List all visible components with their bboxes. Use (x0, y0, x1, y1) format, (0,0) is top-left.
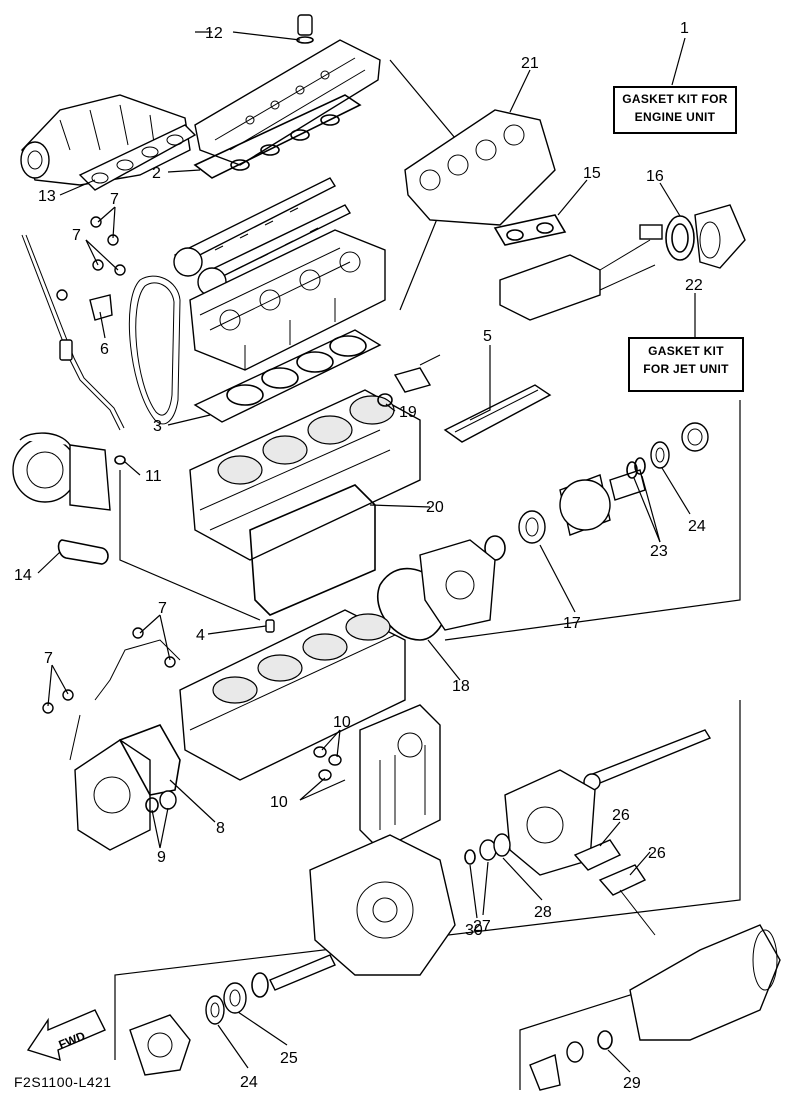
callout-30: 30 (465, 922, 483, 939)
callout-24-lower: 24 (240, 1074, 258, 1091)
seals-27-28-30-drawing (464, 833, 511, 865)
generator-cover-drawing (74, 739, 151, 851)
gasket-8-drawing (118, 724, 181, 796)
gasket-kit-jet-line2: FOR JET UNIT (643, 362, 729, 376)
ring-29-drawing (529, 1030, 613, 1091)
callout-9: 9 (157, 849, 166, 866)
seals-24-drawing (650, 422, 709, 469)
dowels-10-drawing (313, 746, 342, 781)
gasket-kit-jet-line1: GASKET KIT (648, 344, 724, 358)
gasket-kit-engine-line1: GASKET KIT FOR (622, 92, 728, 106)
oil-pipe-drawing (21, 216, 126, 465)
gasket-15-drawing (493, 214, 567, 246)
callout-17: 17 (563, 615, 581, 632)
callout-14: 14 (14, 567, 32, 584)
callout-28: 28 (534, 904, 552, 921)
lower-crankcase-drawing (179, 609, 406, 781)
callout-15: 15 (583, 165, 601, 182)
leader-lines (37, 31, 696, 1073)
callout-7-lower: 7 (44, 650, 53, 667)
figure-code: F2S1100-L421 (14, 1074, 112, 1090)
callout-8: 8 (216, 820, 225, 837)
callout-27: 27 (473, 918, 491, 935)
turbocharger-drawing (12, 432, 111, 511)
oil-seal-17-drawing (484, 510, 546, 561)
front-coupler-drawing (129, 1014, 191, 1076)
callout-10-lower: 10 (270, 794, 288, 811)
callout-5: 5 (483, 328, 492, 345)
drive-shaft-drawing (583, 729, 712, 791)
callout-18: 18 (452, 678, 470, 695)
callout-3: 3 (153, 418, 162, 435)
callout-6: 6 (100, 341, 109, 358)
fwd-arrow-icon: FWD (26, 1009, 106, 1062)
callout-1: 1 (680, 20, 689, 37)
intake-manifold-drawing (20, 94, 191, 186)
callout-25: 25 (280, 1050, 298, 1067)
callout-11: 11 (145, 468, 162, 485)
thermostat-19-drawing (377, 354, 441, 407)
callout-26-upper: 26 (612, 807, 630, 824)
callout-2: 2 (152, 165, 161, 182)
gasket-kit-engine-line2: ENGINE UNIT (634, 110, 716, 124)
callout-numbers: 1 2 3 4 5 6 7 7 7 7 8 9 10 10 11 12 13 1… (14, 20, 706, 1092)
gasket-16-drawing (665, 215, 695, 261)
callout-16: 16 (646, 168, 664, 185)
gasket-13-drawing (78, 124, 197, 191)
pump-housing-drawing (309, 834, 456, 976)
gasket-kit-engine-label: GASKET KIT FOR ENGINE UNIT (613, 86, 737, 134)
callout-7-top: 7 (110, 191, 119, 208)
muffler-elbow-drawing (694, 204, 746, 269)
gasket-2-drawing (193, 94, 362, 179)
callout-29: 29 (623, 1075, 641, 1092)
callout-13: 13 (38, 188, 56, 205)
cover-5-drawing (443, 384, 552, 443)
callout-12: 12 (205, 25, 223, 42)
callout-23: 23 (650, 543, 668, 560)
gasket-kit-jet-label: GASKET KIT FOR JET UNIT (628, 337, 744, 392)
head-gasket-3-drawing (193, 329, 382, 423)
upper-crankcase-drawing (189, 389, 421, 561)
callout-21: 21 (521, 55, 539, 72)
water-hose-drawing (42, 627, 181, 761)
rings-23-drawing (626, 457, 646, 479)
output-shaft-drawing (559, 469, 646, 536)
exhaust-pipe-drawing (499, 224, 663, 321)
gasket-14-drawing (57, 539, 109, 565)
callout-7-mid: 7 (158, 600, 167, 617)
flywheel-cover-drawing (419, 539, 496, 631)
callout-7-left: 7 (72, 227, 81, 244)
jet-nozzle-drawing (629, 924, 781, 1041)
callout-20: 20 (426, 499, 444, 516)
gaskets-26-drawing (573, 839, 656, 936)
oil-pump-drawing (359, 704, 441, 851)
cylinder-head-drawing (189, 229, 386, 371)
callout-4: 4 (196, 627, 205, 644)
head-cover-drawing (194, 14, 381, 166)
bearings-24-25-drawing (205, 954, 336, 1025)
callout-24-upper: 24 (688, 518, 706, 535)
exhaust-manifold-21-drawing (404, 109, 556, 226)
callout-22: 22 (685, 277, 703, 294)
callout-26-lower: 26 (648, 845, 666, 862)
gasket-20-drawing (249, 484, 376, 616)
callout-19: 19 (399, 404, 417, 421)
camshafts-drawing (173, 177, 352, 297)
timing-chain-drawing (128, 275, 181, 425)
callout-10-upper: 10 (333, 714, 351, 731)
